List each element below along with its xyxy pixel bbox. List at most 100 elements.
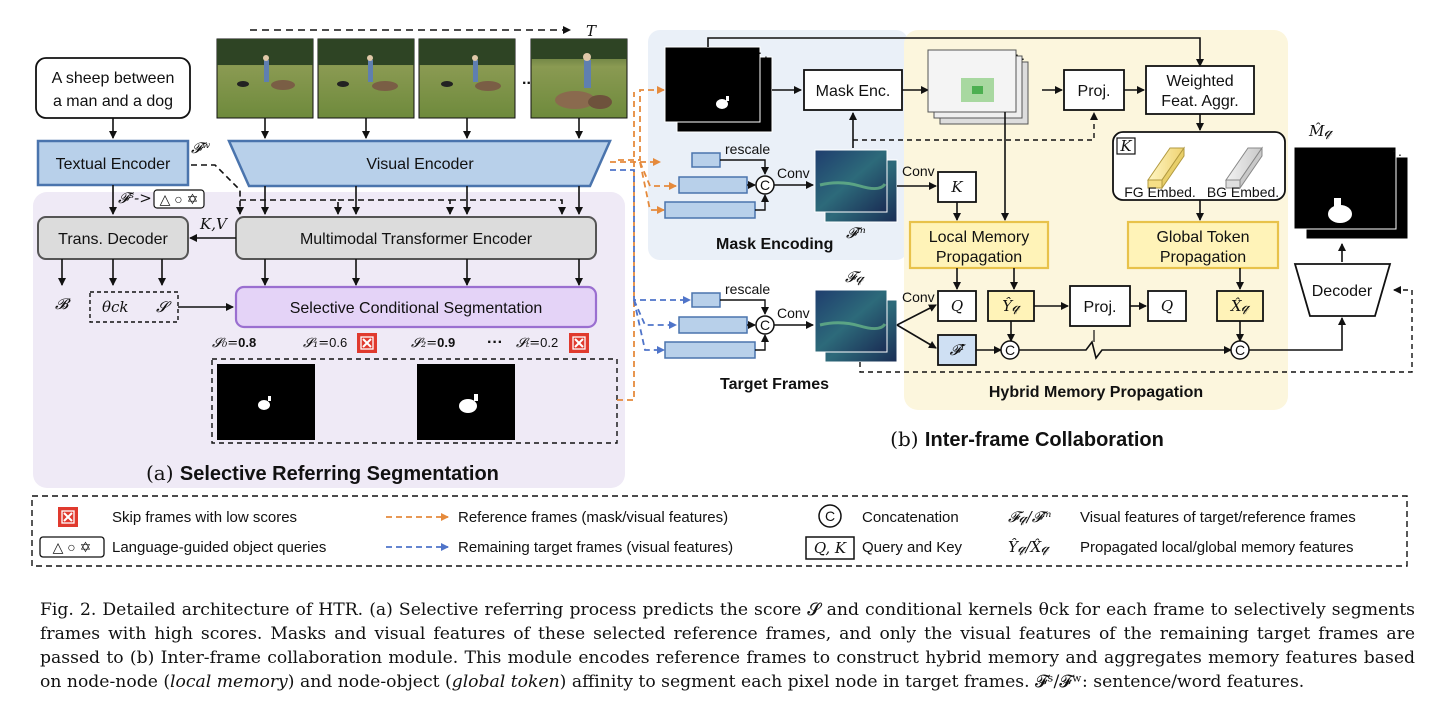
decoder-output-arrows xyxy=(58,259,166,286)
target-frames-pyramid xyxy=(664,292,756,359)
svg-text:𝓢₀=0.8: 𝓢₀=0.8 xyxy=(212,335,256,351)
mask-2 xyxy=(417,364,515,440)
svg-text:.: . xyxy=(1015,43,1019,59)
x-box xyxy=(1216,290,1264,322)
frames-to-encoder-arrows xyxy=(109,118,583,139)
local-memory-line1: Local Memory xyxy=(929,229,1029,246)
visual-encoder-box xyxy=(227,139,612,188)
decoder-label: Decoder xyxy=(1312,283,1373,300)
y-label: Ŷ𝓆 xyxy=(1002,297,1021,315)
theta-s-box xyxy=(89,291,179,323)
bg-embed-label: BG Embed. xyxy=(1207,184,1279,200)
bg-embed-icon xyxy=(1225,146,1263,190)
mask-0 xyxy=(217,364,315,440)
proj2-box xyxy=(1069,285,1131,327)
score-0-value: 0.8 xyxy=(238,335,256,350)
skip-to-decoder-dashed xyxy=(859,286,1413,373)
k-embed-box xyxy=(1116,137,1136,155)
score-2-name: 𝓢₂= xyxy=(411,336,437,351)
reference-mask-stack: . . xyxy=(664,41,773,133)
word-feature-arrows xyxy=(240,199,566,215)
input-text-line1: A sheep between xyxy=(52,70,175,87)
rescale-label-2: rescale xyxy=(725,281,770,297)
svg-text:.: . xyxy=(1398,143,1402,159)
m-out-label: M̂𝓆 xyxy=(1308,122,1333,140)
legend-qk-text: Query and Key xyxy=(862,539,963,556)
b-output-label: 𝓑 xyxy=(55,295,71,313)
legend-feat-text: Visual features of target/reference fram… xyxy=(1080,509,1356,526)
legend-concat-sym: C xyxy=(825,508,835,524)
k-box-label: K xyxy=(950,178,963,196)
k-box xyxy=(937,171,977,203)
conv-label-2: Conv xyxy=(902,163,935,179)
video-frame-1 xyxy=(216,38,314,119)
legend-qk: Q, K Query and Key xyxy=(805,536,963,560)
panel-a-title: (a) Selective Referring Segmentation xyxy=(146,461,499,485)
proj1-box xyxy=(1063,69,1125,111)
target-frame-arrows xyxy=(610,169,691,354)
legend-mem-text: Propagated local/global memory features xyxy=(1080,539,1354,556)
mm-encoder-label: Multimodal Transformer Encoder xyxy=(300,231,533,248)
theta-label: θck xyxy=(102,298,129,316)
score-0-name: 𝓢₀= xyxy=(212,336,238,351)
legend-mem: Ŷ𝓆/X̂𝓆 Propagated local/global memory fe… xyxy=(1008,538,1354,556)
global-token-box xyxy=(1126,220,1280,270)
y-box xyxy=(987,290,1035,322)
weighted-aggr-box xyxy=(1145,65,1255,115)
weighted-line2: Feat. Aggr. xyxy=(1161,93,1238,110)
conv-label-3: Conv xyxy=(777,305,810,321)
score-1-value: 0.6 xyxy=(329,335,347,350)
conv-label-1: Conv xyxy=(777,165,810,181)
target-frames-label: Target Frames xyxy=(720,376,829,393)
video-frame-3 xyxy=(418,38,516,119)
video-frames: ... xyxy=(216,38,628,119)
fq-feature-map xyxy=(814,289,898,363)
fw-arrow xyxy=(191,164,244,215)
fg-embed-label: FG Embed. xyxy=(1124,184,1196,200)
proj2-label: Proj. xyxy=(1084,299,1117,316)
legend-feat: 𝓕𝓆/𝓕ᵐ Visual features of target/referenc… xyxy=(1008,508,1356,526)
legend-remaining-text: Remaining target frames (visual features… xyxy=(458,539,733,556)
legend-concat-icon xyxy=(818,504,842,528)
fm-label: 𝓕ᵐ xyxy=(846,224,866,242)
q-label-1: Q xyxy=(951,297,963,315)
legend-qk-sym: Q, K xyxy=(814,539,847,557)
hybrid-memory-label: Hybrid Memory Propagation xyxy=(989,384,1203,401)
mask-encoding-label: Mask Encoding xyxy=(716,236,833,253)
svg-text:𝓢ₜ=0.2: 𝓢ₜ=0.2 xyxy=(516,335,558,351)
panel-b-title: (b) Inter-frame Collaboration xyxy=(890,427,1164,451)
svg-text:.: . xyxy=(764,45,768,61)
query-shapes-box xyxy=(153,189,205,209)
weighted-line1: Weighted xyxy=(1166,73,1233,90)
local-memory-box xyxy=(908,220,1050,270)
legend-feat-sym: 𝓕𝓆/𝓕ᵐ xyxy=(1008,508,1052,526)
decoder-box xyxy=(1293,263,1392,317)
legend-queries-shapes: △ ○ ✡ xyxy=(53,539,92,555)
textual-encoder-label: Textual Encoder xyxy=(56,156,171,173)
local-memory-line2: Propagation xyxy=(936,249,1022,266)
selective-seg-label: Selective Conditional Segmentation xyxy=(290,300,543,317)
mask-to-weighted-arrow xyxy=(707,37,1204,67)
scores-row: 𝓢₀=0.8 𝓢₁=0.6 𝓢₂=0.9 ··· 𝓢ₜ=0.2 xyxy=(212,333,589,353)
conv-label-4: Conv xyxy=(902,289,935,305)
selective-seg-box xyxy=(234,285,598,329)
trans-decoder-label: Trans. Decoder xyxy=(58,231,168,248)
svg-text:𝓢₂=0.9: 𝓢₂=0.9 xyxy=(411,335,455,351)
concat-label-1: C xyxy=(760,177,770,193)
fi-box xyxy=(937,334,977,366)
feature-to-proj-dashed xyxy=(853,112,1098,141)
legend-box xyxy=(31,495,1408,567)
fs-label: 𝓕ˢ-> xyxy=(118,189,152,207)
global-token-line1: Global Token xyxy=(1156,229,1249,246)
selected-masks-box xyxy=(211,358,618,444)
legend-remaining: Remaining target frames (visual features… xyxy=(386,539,733,556)
mm-to-seg-arrows xyxy=(261,259,583,286)
concat-label-2: C xyxy=(760,317,770,333)
concat-label-4: C xyxy=(1235,342,1245,358)
legend-concat-text: Concatenation xyxy=(862,509,959,526)
fg-embed-icon xyxy=(1147,146,1185,190)
video-frame-t xyxy=(530,38,628,119)
figure-caption: Fig. 2. Detailed architecture of HTR. (a… xyxy=(40,600,1415,692)
visual-encoder-label: Visual Encoder xyxy=(366,156,474,173)
video-frame-2 xyxy=(317,38,415,119)
